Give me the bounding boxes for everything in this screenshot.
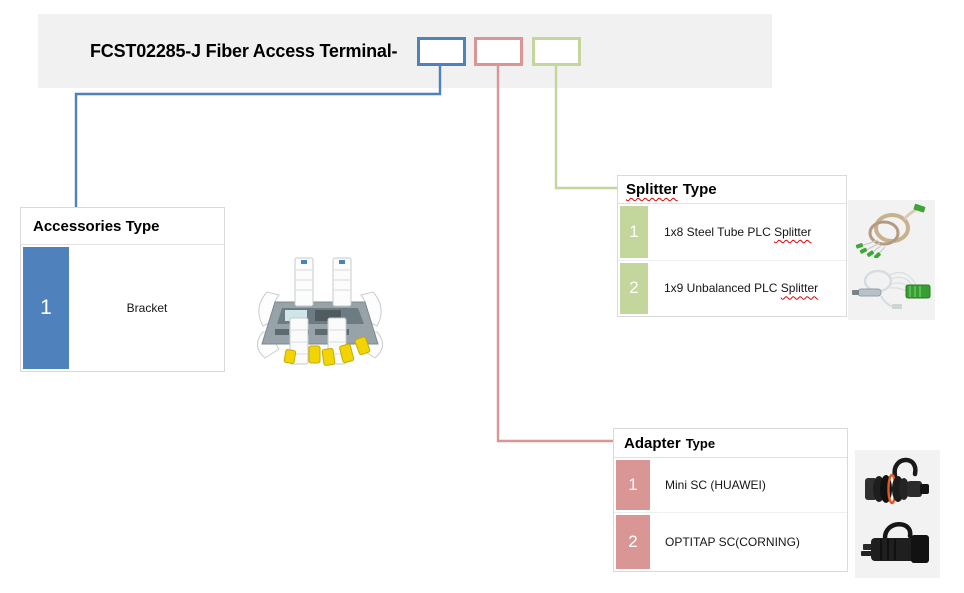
row-label: Bracket [126,301,168,315]
bracket-product-image [257,257,383,366]
splitter-title-type: Type [682,181,717,198]
table-row: 1 1x8 Steel Tube PLC Splitter [618,204,846,260]
table-row: 2 1x9 Unbalanced PLC Splitter [618,259,846,317]
row-number: 2 [616,515,650,569]
accessories-table-title: Accessories Type [21,208,224,245]
adapter-code-box [474,37,523,66]
row-label: Mini SC (HUAWEI) [665,478,766,492]
unbalanced-splitter-image [852,269,931,309]
mini-sc-adapter-image [865,457,929,505]
connector-pink-adapter [496,66,613,443]
row-label: 1x9 Unbalanced PLC Splitter [664,281,819,296]
page-title: FCST02285-J Fiber Access Terminal- [90,40,398,61]
row-number: 1 [23,247,69,369]
adapter-title-word: Adapter [624,434,681,452]
optitap-adapter-image [861,522,929,563]
accessories-table: Accessories Type 1 Bracket [20,207,225,372]
splitter-photo-panel [848,200,935,320]
splitter-code-box [532,37,581,66]
splitter-title-word: Splitter [626,181,678,198]
title-banner: FCST02285-J Fiber Access Terminal- [38,14,772,88]
row-label: OPTITAP SC(CORNING) [665,535,800,549]
bracket-photo-panel [245,250,395,370]
table-row: 1 Bracket [21,245,224,371]
row-number: 2 [620,262,648,314]
table-row: 1 Mini SC (HUAWEI) [614,458,847,512]
steel-tube-splitter-image [855,203,926,258]
row-number: 1 [616,460,650,510]
row-label: 1x8 Steel Tube PLC Splitter [664,224,812,239]
row-number: 1 [620,206,648,258]
table-row: 2 OPTITAP SC(CORNING) [614,512,847,571]
accessories-code-box [417,37,466,66]
adapter-title-type: Type [685,435,716,451]
adapter-photo-panel [855,450,940,578]
